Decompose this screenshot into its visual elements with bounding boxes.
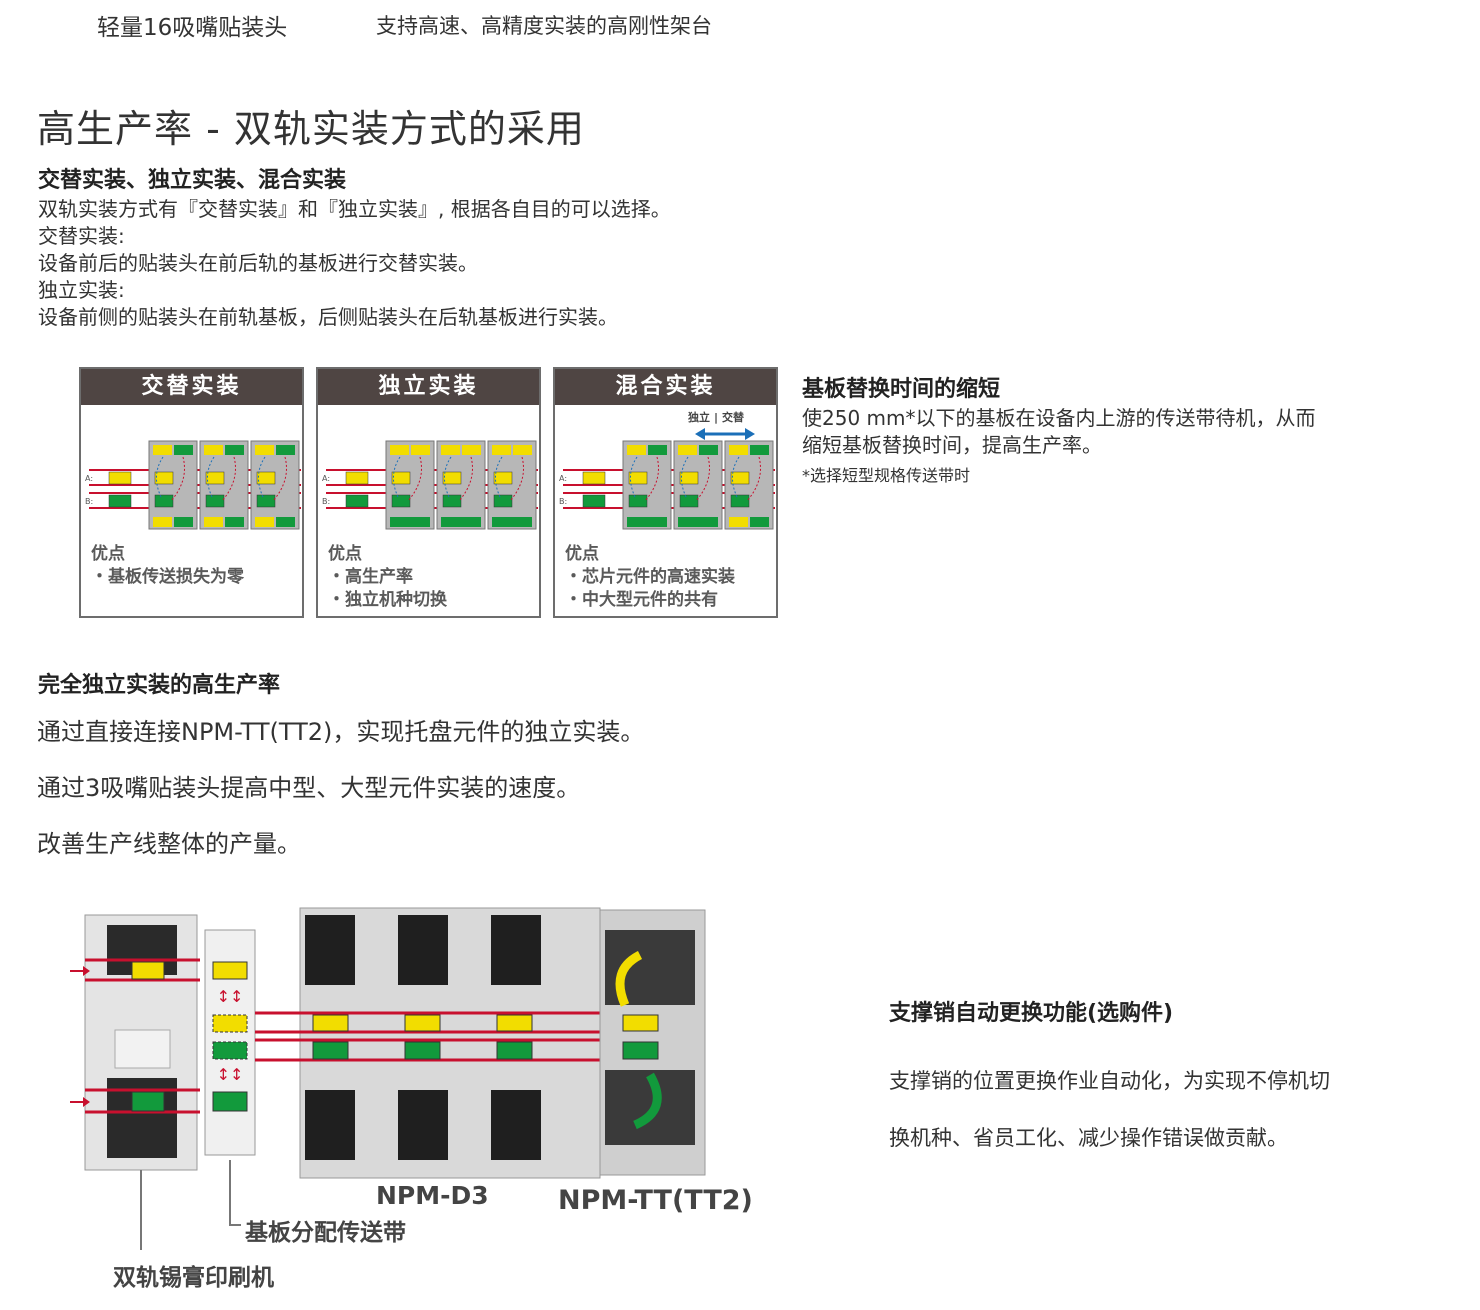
independent-mode-diagram: A: B:	[322, 440, 538, 530]
production-line-diagram: ↕↕ ↕↕	[70, 907, 706, 1179]
mode-description: 双轨实装方式有『交替实装』和『独立实装』, 根据各自目的可以选择。 交替实装: …	[38, 196, 671, 331]
printer-machine	[70, 914, 200, 1171]
svg-text:↕↕: ↕↕	[217, 987, 244, 1006]
mode-line: 双轨实装方式有『交替实装』和『独立实装』, 根据各自目的可以选择。	[38, 197, 671, 221]
support-description: 支撑销的位置更换作业自动化，为实现不停机切 换机种、省员工化、减少操作错误做贡献…	[889, 1053, 1330, 1167]
panel-independent: 独立实装 A: B: 优点 ・高生产率 ・独立机种切换	[316, 367, 541, 618]
advantage-item: ・基板传送损失为零	[91, 567, 244, 587]
side-description: 使250 mm*以下的基板在设备内上游的传送带待机，从而 缩短基板替换时间，提高…	[802, 405, 1316, 459]
support-heading: 支撑销自动更换功能(选购件)	[889, 1001, 1174, 1026]
svg-text:↕↕: ↕↕	[217, 1065, 244, 1084]
npm-tt-label: NPM-TT(TT2)	[558, 1185, 753, 1216]
feature-label-frame: 支持高速、高精度实装的高刚性架台	[376, 14, 712, 38]
section-title: 高生产率 - 双轨实装方式的采用	[37, 107, 585, 151]
mode-line: 独立实装:	[38, 278, 125, 302]
panel-notes: 优点 ・芯片元件的高速实装 ・中大型元件的共有	[565, 543, 735, 612]
conveyor-callout-line-h	[229, 1224, 241, 1226]
panel-notes: 优点 ・基板传送损失为零	[91, 543, 244, 589]
rail-label-b: B:	[85, 497, 93, 506]
advantage-item: ・高生产率	[328, 567, 413, 587]
rail-label-a: A:	[322, 474, 330, 483]
panel-title: 交替实装	[81, 369, 302, 405]
distribution-conveyor: ↕↕ ↕↕	[204, 929, 256, 1156]
indep-line: 通过直接连接NPM-TT(TT2)，实现托盘元件的独立实装。	[37, 718, 645, 746]
advantage-item: ・中大型元件的共有	[565, 590, 718, 610]
indep-heading: 完全独立实装的高生产率	[38, 673, 281, 698]
npm-tt-machine	[599, 909, 706, 1176]
printer-label: 双轨锡膏印刷机	[113, 1265, 274, 1291]
switch-labels: 独立|交替	[688, 411, 745, 424]
side-line: 使250 mm*以下的基板在设备内上游的传送带待机，从而	[802, 406, 1316, 430]
advantage-label: 优点	[565, 544, 599, 564]
mode-line: 交替实装:	[38, 224, 125, 248]
panel-title: 混合实装	[555, 369, 776, 405]
mixed-mode-diagram: A: B:	[559, 428, 775, 530]
conveyor-callout-line	[229, 1160, 231, 1225]
npm-d3-label: NPM-D3	[376, 1181, 489, 1210]
panel-title: 独立实装	[318, 369, 539, 405]
rail-label-a: A:	[85, 474, 93, 483]
alternate-mode-diagram: A: B:	[85, 440, 301, 530]
advantage-label: 优点	[91, 544, 125, 564]
side-heading: 基板替换时间的缩短	[802, 377, 1001, 402]
switch-label-alternate: 交替	[722, 411, 745, 424]
advantage-item: ・芯片元件的高速实装	[565, 567, 735, 587]
rail-label-b: B:	[322, 497, 330, 506]
panel-notes: 优点 ・高生产率 ・独立机种切换	[328, 543, 447, 612]
indep-line: 改善生产线整体的产量。	[37, 830, 301, 858]
feature-label-head: 轻量16吸嘴贴装头	[97, 15, 288, 41]
side-line: 缩短基板替换时间，提高生产率。	[802, 433, 1102, 457]
mode-heading: 交替实装、独立实装、混合实装	[38, 168, 347, 193]
mode-line: 设备前后的贴装头在前后轨的基板进行交替实装。	[38, 251, 478, 275]
indep-line: 通过3吸嘴贴装头提高中型、大型元件实装的速度。	[37, 774, 581, 802]
side-note: *选择短型规格传送带时	[802, 466, 971, 485]
panel-alternate: 交替实装 A: B: 优点 ・基板传送损失为零	[79, 367, 304, 618]
advantage-label: 优点	[328, 544, 362, 564]
printer-callout-line	[140, 1170, 142, 1250]
mode-line: 设备前侧的贴装头在前轨基板，后侧贴装头在后轨基板进行实装。	[38, 305, 618, 329]
rail-label-b: B:	[559, 497, 567, 506]
switch-label-independent: 独立	[688, 411, 710, 424]
panel-mixed: 混合实装 A: B: 独立|交替 优点 ・芯片元件的高速实装 ・中大型元件的共有	[553, 367, 778, 618]
advantage-item: ・独立机种切换	[328, 590, 447, 610]
support-line: 支撑销的位置更换作业自动化，为实现不停机切	[889, 1069, 1330, 1093]
support-line: 换机种、省员工化、减少操作错误做贡献。	[889, 1126, 1288, 1150]
rail-label-a: A:	[559, 474, 567, 483]
conveyor-label: 基板分配传送带	[245, 1220, 406, 1246]
